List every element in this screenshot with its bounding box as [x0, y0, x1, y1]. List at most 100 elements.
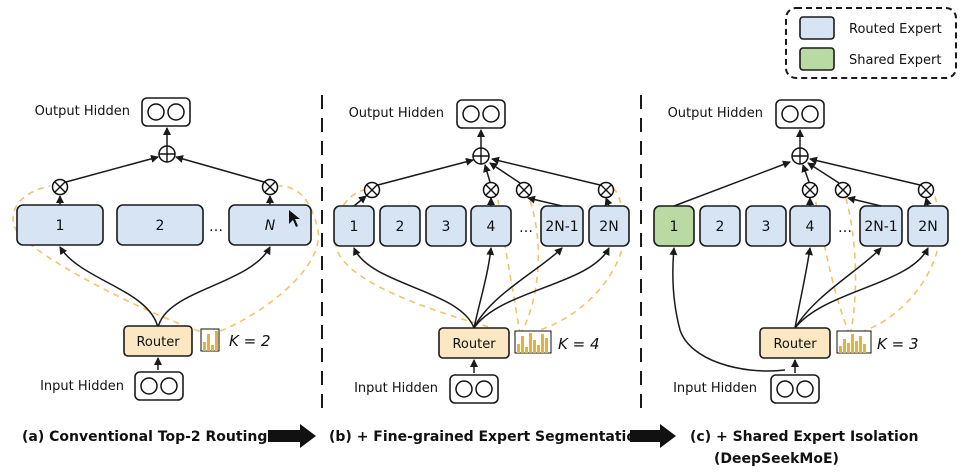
multiply-icon — [801, 181, 819, 199]
gate-path — [497, 199, 521, 336]
router-box — [759, 327, 831, 359]
k-value: K = 2 — [229, 332, 270, 350]
sum-icon — [791, 147, 809, 165]
route-edge — [794, 247, 813, 329]
expert-box — [425, 205, 467, 247]
sum-edge — [489, 162, 521, 184]
route-edge — [157, 246, 271, 329]
router-box — [438, 327, 510, 359]
route-edge — [473, 247, 563, 329]
expert-label: 1 — [56, 218, 65, 234]
input-hidden-icon — [134, 371, 184, 401]
ellipsis: … — [209, 219, 223, 235]
multiply-icon — [51, 178, 69, 196]
cursor-icon — [289, 210, 300, 227]
expert-box — [699, 205, 741, 247]
multiply-icon — [482, 181, 500, 199]
legend-shared-label: Shared Expert — [849, 53, 942, 68]
legend-routed-label: Routed Expert — [849, 22, 942, 37]
expert-label: 2 — [156, 218, 165, 234]
router-box — [123, 325, 193, 357]
caption-subtitle: (DeepSeekMoE) — [714, 451, 839, 467]
input-hidden-label: Input Hidden — [40, 379, 124, 394]
panel-a: 1 2 … N Output Hidden — [12, 97, 320, 445]
shared-edge — [669, 247, 786, 372]
input-hidden-icon — [770, 374, 820, 404]
input-hidden-label: Input Hidden — [673, 381, 757, 396]
panel-c: 1 2 3 4 … 2N-1 2N Output Hidden — [653, 99, 949, 467]
expert-box — [116, 204, 204, 246]
route-edge — [353, 247, 475, 329]
k-value: K = 4 — [558, 335, 599, 353]
multiply-icon — [597, 181, 615, 199]
multiply-icon — [363, 181, 381, 199]
expert-label: N — [265, 218, 276, 234]
output-hidden-label: Output Hidden — [668, 106, 763, 121]
expert-box — [745, 205, 787, 247]
caption: (c) + Shared Expert Isolation — [690, 429, 918, 445]
gate-edge — [847, 195, 882, 207]
expert-label: 4 — [487, 219, 496, 235]
multiply-icon — [917, 181, 935, 199]
output-hidden-icon — [775, 99, 825, 129]
sum-edge — [65, 154, 159, 183]
expert-label: 2N-1 — [545, 219, 578, 235]
gate-path — [844, 194, 857, 336]
expert-label: 1 — [350, 219, 359, 235]
expert-label: 3 — [762, 219, 771, 235]
next-arrow-icon — [630, 424, 676, 448]
gate-path — [519, 194, 540, 336]
k-value: K = 3 — [877, 335, 918, 353]
expert-label: 2N — [918, 219, 937, 235]
bar-chart-icon — [836, 330, 872, 354]
sum-edge — [801, 164, 810, 183]
sum-edge — [491, 156, 601, 186]
route-edge — [794, 247, 929, 329]
gate-path — [209, 185, 320, 336]
caption: (a) Conventional Top-2 Routing — [22, 429, 267, 445]
route-edge — [794, 247, 882, 329]
output-hidden-label: Output Hidden — [35, 104, 130, 119]
expert-label: 3 — [442, 219, 451, 235]
expert-label: 2N-1 — [864, 219, 897, 235]
sum-edge — [377, 157, 474, 186]
bar-chart-icon — [514, 330, 552, 354]
router-label: Router — [452, 337, 496, 352]
gate-edge — [353, 195, 367, 207]
expert-box — [379, 205, 421, 247]
output-hidden-icon — [456, 99, 506, 129]
sum-edge — [483, 164, 491, 183]
expert-label: 2 — [716, 219, 725, 235]
sum-edge — [807, 162, 840, 184]
gate-edge — [604, 197, 613, 207]
bar-chart-icon — [200, 328, 220, 352]
shared-expert-swatch — [799, 47, 835, 71]
sum-icon — [158, 145, 176, 163]
output-hidden-label: Output Hidden — [349, 106, 444, 121]
output-hidden-icon — [141, 97, 191, 127]
ellipsis: … — [519, 220, 533, 236]
routed-expert-swatch — [799, 16, 835, 40]
caption: (b) + Fine-grained Expert Segmentation — [329, 429, 646, 445]
router-label: Router — [773, 337, 817, 352]
multiply-icon — [261, 178, 279, 196]
router-label: Router — [136, 335, 180, 350]
expert-label: 2N — [599, 219, 618, 235]
sum-edge — [809, 156, 921, 186]
expert-label: 4 — [806, 219, 815, 235]
ellipsis: … — [838, 220, 852, 236]
input-hidden-label: Input Hidden — [354, 381, 438, 396]
legend: Routed Expert Shared Expert — [785, 7, 957, 79]
gate-edge — [527, 195, 563, 207]
multiply-icon — [515, 181, 533, 199]
route-edge — [473, 247, 495, 329]
gate-edge — [923, 197, 932, 207]
panel-b: 1 2 3 4 … 2N-1 2N — [329, 99, 646, 445]
route-edge — [473, 247, 610, 329]
expert-label: 2 — [396, 219, 405, 235]
sum-icon — [472, 147, 490, 165]
input-hidden-icon — [449, 374, 499, 404]
next-arrow-icon — [268, 424, 316, 448]
sum-edge — [175, 155, 265, 183]
